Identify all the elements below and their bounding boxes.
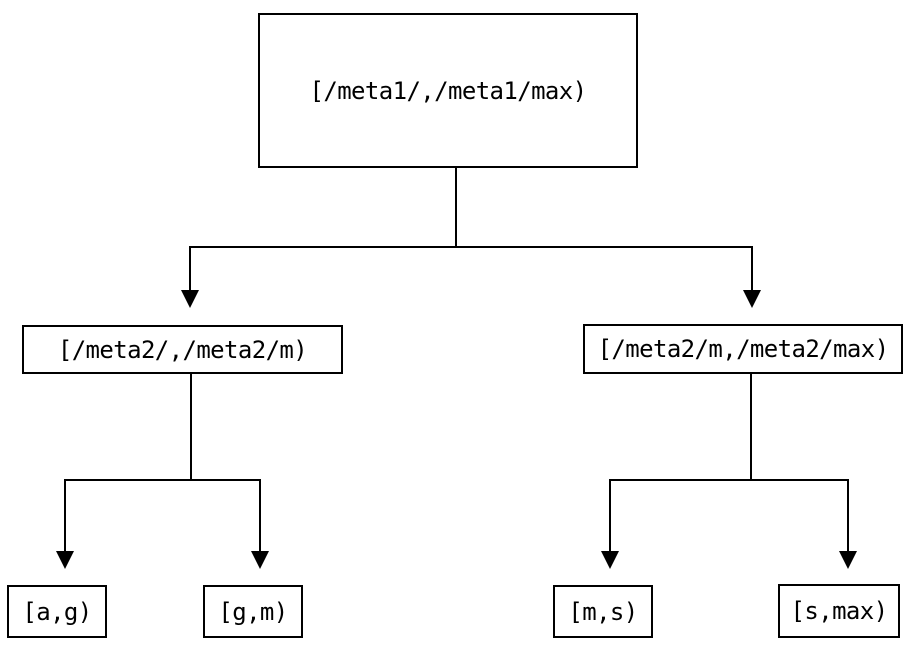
tree-node-root: [/meta1/,/meta1/max) (258, 13, 638, 168)
tree-node-left-child: [/meta2/,/meta2/m) (22, 325, 343, 374)
tree-node-leaf-gm-label: [g,m) (218, 597, 288, 626)
arrowhead-down-icon (251, 551, 269, 569)
tree-node-leaf-smax: [s,max) (778, 584, 900, 638)
tree-node-right-child: [/meta2/m,/meta2/max) (583, 324, 903, 374)
tree-node-leaf-ms: [m,s) (553, 585, 653, 638)
arrowhead-down-icon (839, 551, 857, 569)
tree-node-root-label: [/meta1/,/meta1/max) (309, 76, 588, 105)
tree-node-leaf-ag-label: [a,g) (22, 597, 92, 626)
arrowhead-down-icon (743, 290, 761, 308)
tree-node-leaf-smax-label: [s,max) (790, 597, 889, 625)
tree-node-leaf-gm: [g,m) (203, 585, 303, 638)
arrowhead-down-icon (181, 290, 199, 308)
tree-node-right-child-label: [/meta2/m,/meta2/max) (597, 335, 889, 363)
arrowhead-down-icon (56, 551, 74, 569)
tree-node-left-child-label: [/meta2/,/meta2/m) (57, 335, 308, 364)
tree-node-leaf-ms-label: [m,s) (568, 597, 638, 626)
tree-node-leaf-ag: [a,g) (7, 585, 107, 638)
arrowhead-down-icon (601, 551, 619, 569)
